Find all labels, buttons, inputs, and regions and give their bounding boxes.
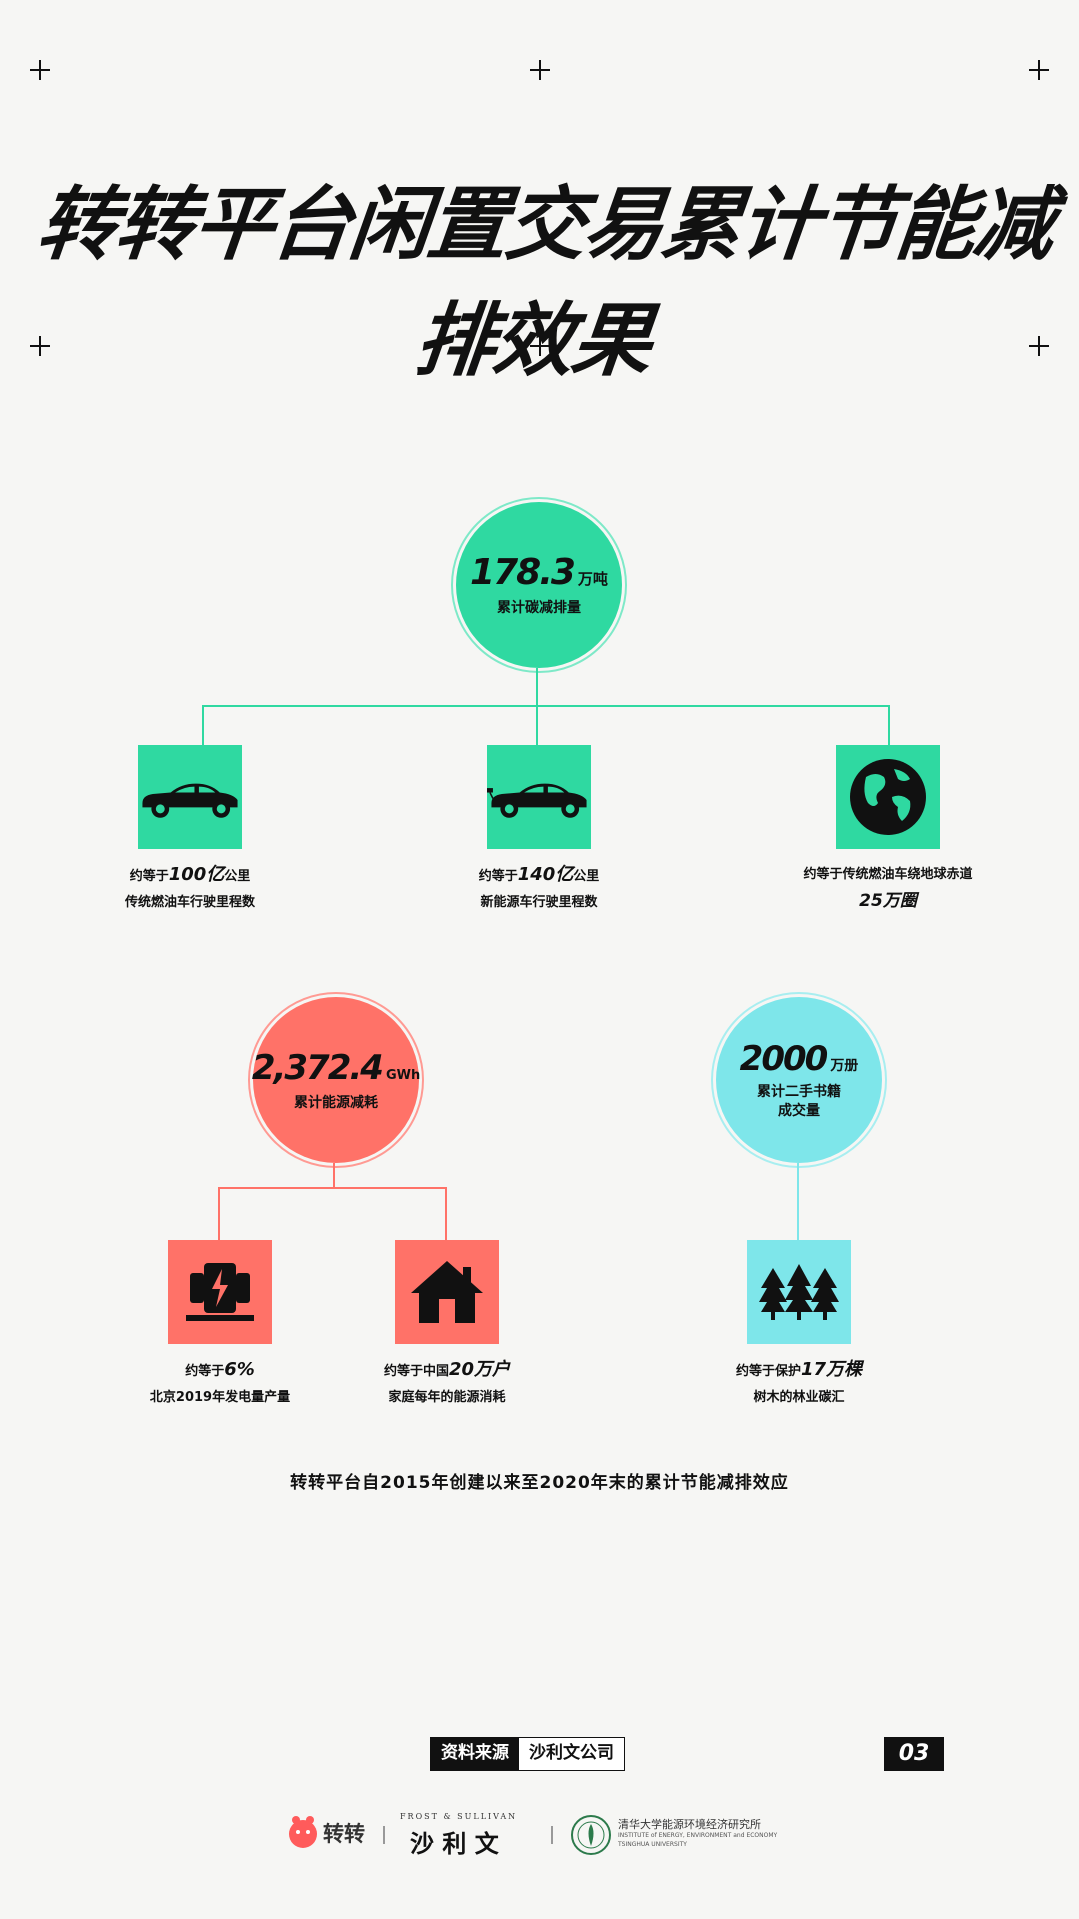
- zhuanzhuan-logo-text: 转转: [323, 1822, 365, 1846]
- books-circle-ring: [711, 992, 887, 1168]
- logo-divider: [383, 1826, 385, 1844]
- books-item-caption: 约等于保护17万棵 树木的林业碳汇: [735, 1359, 863, 1405]
- crosshair-mark: [530, 60, 550, 80]
- books-value: 2000: [739, 1039, 829, 1079]
- tsinghua-seal-icon: [571, 1815, 611, 1855]
- energy-value: 2,372.4: [251, 1047, 384, 1088]
- connector-line: [536, 705, 538, 745]
- energy-circle-ring: [248, 992, 424, 1168]
- logo-divider: [551, 1826, 553, 1844]
- connector-line: [218, 1187, 447, 1189]
- connector-line: [202, 705, 890, 707]
- connector-line: [218, 1187, 220, 1240]
- house-icon: [411, 1261, 483, 1323]
- tsinghua-logo-cn: 清华大学能源环境经济研究所: [618, 1818, 761, 1831]
- generator-icon: [186, 1263, 254, 1321]
- frost-logo-cn: 沙 利 文: [410, 1830, 499, 1858]
- footnote: 转转平台自2015年创建以来至2020年末的累计节能减排效应: [290, 1473, 789, 1493]
- crosshair-mark: [1029, 336, 1049, 356]
- electric-car-icon: [487, 783, 587, 818]
- source-tag: 资料来源 沙利文公司: [430, 1737, 625, 1771]
- globe-icon: [850, 759, 926, 835]
- energy-unit: GWh: [385, 1067, 421, 1083]
- power-box: [168, 1240, 272, 1344]
- carbon-item-caption: 约等于100亿公里 传统燃油车行驶里程数: [124, 864, 255, 910]
- carbon-item-caption: 约等于传统燃油车绕地球赤道 25万圈: [803, 867, 973, 911]
- energy-item-caption: 约等于6% 北京2019年发电量产量: [149, 1359, 291, 1405]
- source-key: 资料来源: [431, 1738, 519, 1770]
- connector-line: [536, 668, 538, 706]
- tsinghua-logo-en2: TSINGHUA UNIVERSITY: [618, 1841, 687, 1848]
- carbon-item-caption: 约等于140亿公里 新能源车行驶里程数: [478, 864, 600, 910]
- logo-bar: 转转 FROST & SULLIVAN 沙 利 文 清华大学能源环境经济研究所 …: [0, 1808, 1079, 1868]
- frost-logo-top: FROST & SULLIVAN: [400, 1812, 518, 1821]
- connector-line: [333, 1163, 335, 1188]
- globe-box: [836, 745, 940, 849]
- connector-line: [888, 705, 890, 745]
- books-unit: 万册: [830, 1058, 859, 1074]
- connector-line: [797, 1163, 799, 1240]
- carbon-label: 累计碳减排量: [497, 600, 581, 616]
- ev-car-box: [487, 745, 591, 849]
- connector-line: [445, 1187, 447, 1240]
- crosshair-mark: [30, 60, 50, 80]
- source-value: 沙利文公司: [519, 1738, 624, 1770]
- tsinghua-logo-en1: INSTITUTE of ENERGY, ENVIRONMENT and ECO…: [618, 1832, 778, 1839]
- carbon-circle-ring: [451, 497, 627, 673]
- connector-line: [202, 705, 204, 745]
- books-label: 累计二手书籍: [757, 1084, 841, 1100]
- page-number: 03: [884, 1737, 944, 1771]
- trees-icon: [759, 1264, 839, 1320]
- fuel-car-box: [138, 745, 242, 849]
- energy-label: 累计能源减耗: [294, 1094, 378, 1111]
- zhuanzhuan-logo-icon: [289, 1816, 317, 1848]
- energy-item-caption: 约等于中国20万户 家庭每年的能源消耗: [383, 1359, 511, 1405]
- trees-box: [747, 1240, 851, 1344]
- page-title: 转转平台闲置交易累计节能减排效果: [33, 178, 1057, 387]
- carbon-value: 178.3: [470, 552, 576, 593]
- crosshair-mark: [1029, 60, 1049, 80]
- carbon-unit: 万吨: [577, 570, 608, 588]
- house-box: [395, 1240, 499, 1344]
- crosshair-mark: [30, 336, 50, 356]
- car-icon: [142, 783, 238, 818]
- crosshair-mark: [530, 336, 550, 356]
